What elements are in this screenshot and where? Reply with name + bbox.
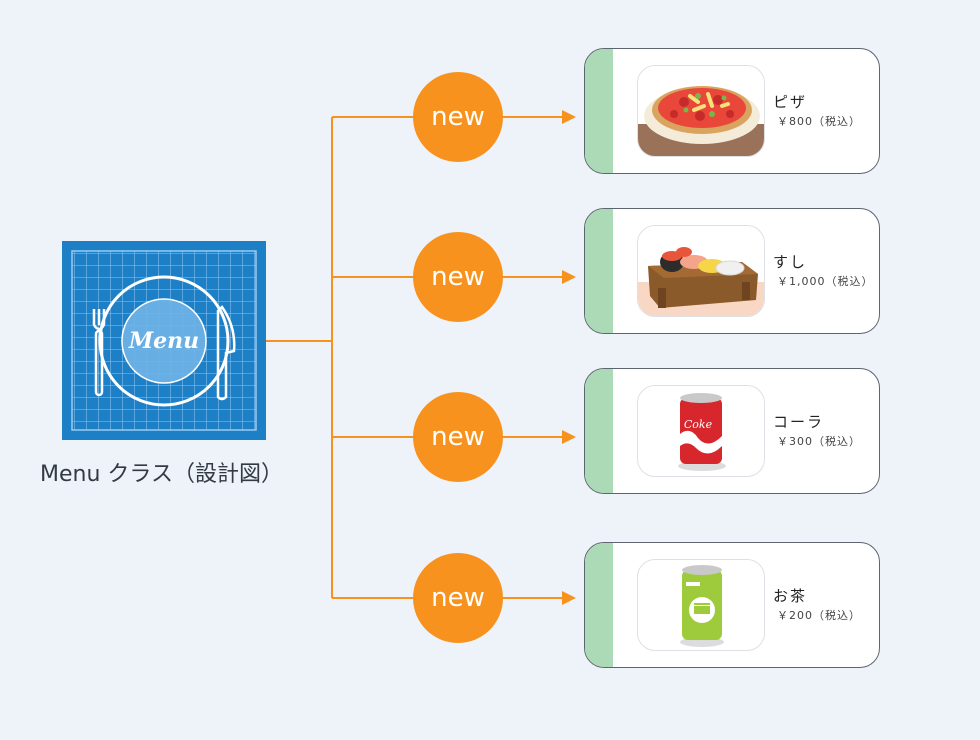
- card-stripe: [585, 369, 613, 493]
- item-name: ピザ: [773, 93, 808, 111]
- arrow-head-4: [562, 591, 576, 605]
- new-badge: new: [413, 392, 503, 482]
- menu-instance-card-sushi: すし ￥1,000（税込）: [584, 208, 880, 334]
- menu-instance-card-tea: お茶 ￥200（税込）: [584, 542, 880, 668]
- cola-can-image: Coke: [637, 385, 765, 477]
- menu-instance-card-cola: Coke コーラ ￥300（税込）: [584, 368, 880, 494]
- item-price: ￥1,000（税込）: [777, 275, 874, 288]
- card-stripe: [585, 49, 613, 173]
- menu-instance-card-pizza: ピザ ￥800（税込）: [584, 48, 880, 174]
- blueprint-menu-text: Menu: [128, 328, 199, 354]
- item-name: コーラ: [773, 413, 825, 431]
- item-name: お茶: [773, 587, 808, 605]
- tea-can-image: [637, 559, 765, 651]
- new-badge: new: [413, 72, 503, 162]
- new-badge: new: [413, 232, 503, 322]
- arrow-head-1: [562, 110, 576, 124]
- blueprint-icon: Menu: [62, 241, 266, 440]
- new-badge: new: [413, 553, 503, 643]
- can-logo-text: Coke: [684, 418, 713, 431]
- item-price: ￥800（税込）: [777, 115, 861, 128]
- item-price: ￥300（税込）: [777, 435, 861, 448]
- arrow-head-2: [562, 270, 576, 284]
- item-price: ￥200（税込）: [777, 609, 861, 622]
- card-stripe: [585, 209, 613, 333]
- menu-class-blueprint: Menu: [62, 241, 266, 440]
- arrow-head-3: [562, 430, 576, 444]
- sushi-image: [637, 225, 765, 317]
- item-name: すし: [773, 253, 808, 271]
- class-label: Menu クラス（設計図）: [40, 462, 283, 487]
- card-stripe: [585, 543, 613, 667]
- pizza-image: [637, 65, 765, 157]
